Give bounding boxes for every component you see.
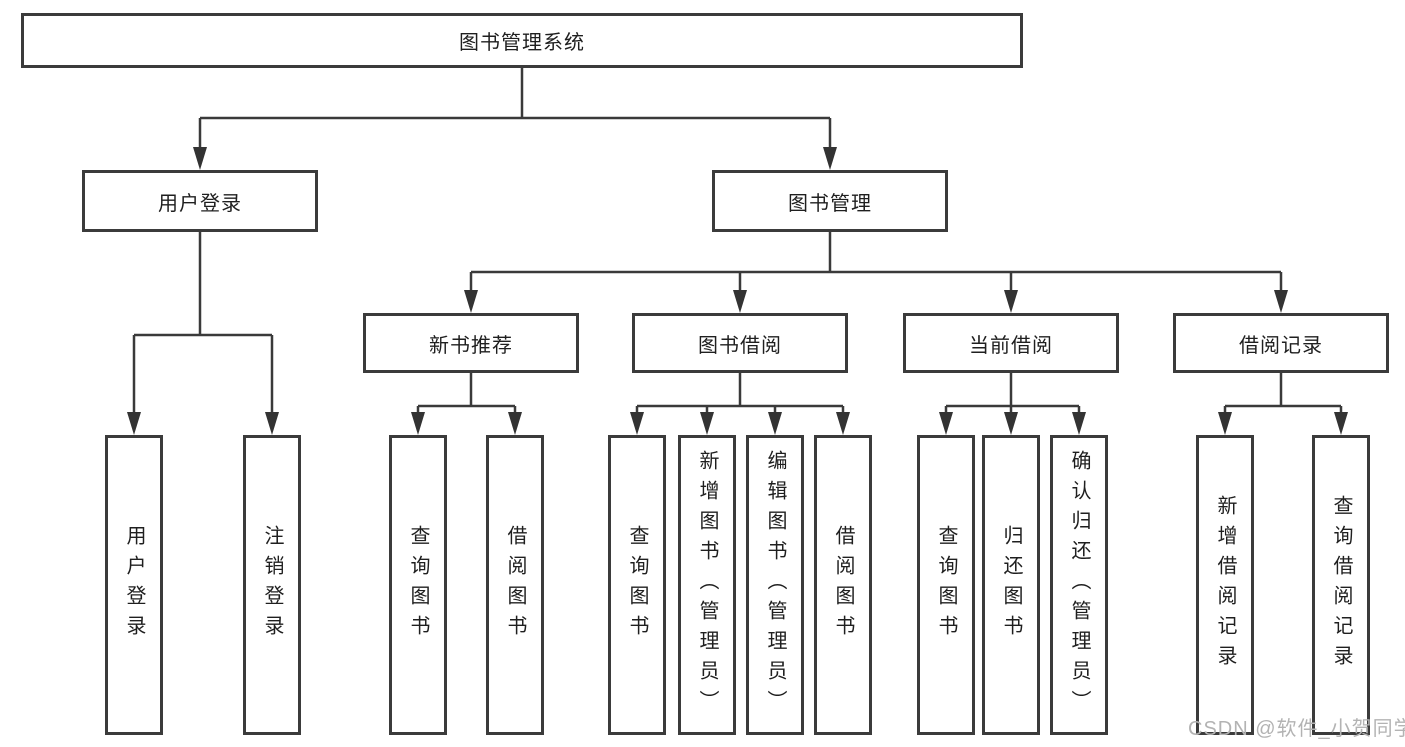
arrowhead (768, 412, 782, 435)
arrowhead (1072, 412, 1086, 435)
arrowhead (127, 412, 141, 435)
connector-root-to-level2 (198, 68, 832, 148)
leaf-confirm-return-admin-label: 确认归还（管理员） (1068, 450, 1090, 720)
arrowheads (127, 147, 1348, 435)
arrowhead (1274, 290, 1288, 313)
node-borrow-records: 借阅记录 (1173, 313, 1389, 373)
arrowhead (939, 412, 953, 435)
leaf-logout-label: 注销登录 (261, 525, 283, 645)
leaf-add-book-admin: 新增图书（管理员） (678, 435, 736, 735)
connector-user-login-to-leaves (132, 232, 274, 413)
leaf-add-borrow-record-label: 新增借阅记录 (1214, 495, 1236, 675)
arrowhead (464, 290, 478, 313)
leaf-query-books-1-label: 查询图书 (407, 525, 429, 645)
node-new-book-recommend-label: 新书推荐 (429, 334, 513, 357)
node-root: 图书管理系统 (21, 13, 1023, 68)
node-current-borrow-label: 当前借阅 (969, 334, 1053, 357)
leaf-logout: 注销登录 (243, 435, 301, 735)
leaf-return-book-label: 归还图书 (1000, 525, 1022, 645)
arrowhead (411, 412, 425, 435)
leaf-confirm-return-admin: 确认归还（管理员） (1050, 435, 1108, 735)
arrowhead (508, 412, 522, 435)
leaf-borrow-books-2: 借阅图书 (814, 435, 872, 735)
node-new-book-recommend: 新书推荐 (363, 313, 579, 373)
arrowhead (1218, 412, 1232, 435)
connector-lines (132, 68, 1343, 413)
leaf-query-borrow-record: 查询借阅记录 (1312, 435, 1370, 735)
leaf-query-books-2: 查询图书 (608, 435, 666, 735)
arrowhead (823, 147, 837, 170)
leaf-query-books-2-label: 查询图书 (626, 525, 648, 645)
node-user-login: 用户登录 (82, 170, 318, 232)
arrowhead (700, 412, 714, 435)
leaf-query-books-1: 查询图书 (389, 435, 447, 735)
leaf-add-borrow-record: 新增借阅记录 (1196, 435, 1254, 735)
arrowhead (1334, 412, 1348, 435)
connector-book-borrow-to-leaves (635, 373, 845, 413)
connector-book-management-to-level3 (469, 232, 1283, 291)
node-book-management-label: 图书管理 (788, 192, 872, 215)
node-book-borrow-label: 图书借阅 (698, 334, 782, 357)
leaf-user-login-label: 用户登录 (123, 525, 145, 645)
node-borrow-records-label: 借阅记录 (1239, 334, 1323, 357)
arrowhead (733, 290, 747, 313)
arrowhead (630, 412, 644, 435)
leaf-query-borrow-record-label: 查询借阅记录 (1330, 495, 1352, 675)
node-user-login-label: 用户登录 (158, 192, 242, 215)
leaf-borrow-books-2-label: 借阅图书 (832, 525, 854, 645)
arrowhead (193, 147, 207, 170)
arrowhead (1004, 412, 1018, 435)
csdn-watermark: CSDN @软件_小贺同学 (1188, 718, 1405, 740)
leaf-query-books-3: 查询图书 (917, 435, 975, 735)
connector-borrow-records-to-leaves (1223, 373, 1343, 413)
node-book-borrow: 图书借阅 (632, 313, 848, 373)
leaf-borrow-books-1: 借阅图书 (486, 435, 544, 735)
leaf-return-book: 归还图书 (982, 435, 1040, 735)
connector-current-borrow-to-leaves (944, 373, 1081, 413)
leaf-query-books-3-label: 查询图书 (935, 525, 957, 645)
leaf-edit-book-admin-label: 编辑图书（管理员） (764, 450, 786, 720)
node-book-management: 图书管理 (712, 170, 948, 232)
leaf-borrow-books-1-label: 借阅图书 (504, 525, 526, 645)
leaf-add-book-admin-label: 新增图书（管理员） (696, 450, 718, 720)
leaf-user-login: 用户登录 (105, 435, 163, 735)
arrowhead (1004, 290, 1018, 313)
node-root-label: 图书管理系统 (459, 32, 585, 54)
node-current-borrow: 当前借阅 (903, 313, 1119, 373)
connector-new-book-to-leaves (416, 373, 517, 413)
arrowhead (836, 412, 850, 435)
leaf-edit-book-admin: 编辑图书（管理员） (746, 435, 804, 735)
arrowhead (265, 412, 279, 435)
